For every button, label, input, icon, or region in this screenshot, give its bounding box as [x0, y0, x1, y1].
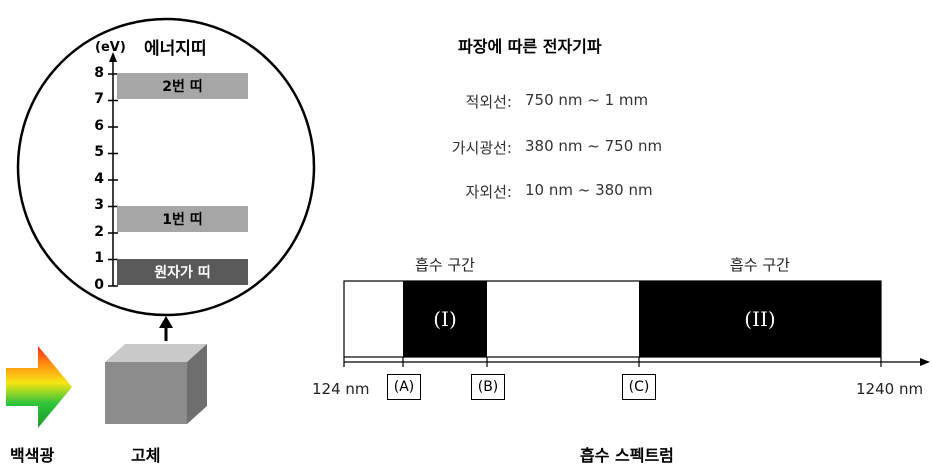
energy-unit-label: (eV) — [95, 40, 126, 55]
energy-tick-6: 6 — [94, 118, 104, 134]
energy-tick-0: 0 — [94, 277, 104, 293]
valence-band-label: 원자가 띠 — [154, 265, 211, 281]
energy-tick-3: 3 — [94, 197, 104, 213]
energy-axis-arrow — [109, 52, 117, 62]
marker-a-text: (A) — [393, 379, 415, 395]
absorption-region-i — [403, 281, 487, 357]
absorption-region-ii — [639, 281, 881, 357]
region-ii-text: (II) — [744, 307, 776, 331]
marker-b-text: (B) — [477, 379, 499, 395]
magnify-arrow-head — [159, 316, 173, 328]
white-light-arrow-icon — [6, 346, 72, 428]
spectrum-title: 흡수 스펙트럼 — [580, 446, 674, 465]
region-ii-label: (II) — [639, 281, 881, 357]
wavelength-title: 파장에 따른 전자기파 — [458, 37, 602, 56]
energy-band-2-label: 2번 띠 — [162, 79, 203, 95]
region-i-label: (I) — [403, 281, 487, 357]
white-light-label: 백색광 — [10, 446, 55, 465]
absorption-header-ii: 흡수 구간 — [730, 256, 790, 274]
energy-diagram-title: 에너지띠 — [144, 39, 207, 59]
energy-tick-2: 2 — [94, 224, 104, 240]
solid-label: 고체 — [131, 446, 161, 465]
energy-tick-5: 5 — [94, 144, 104, 160]
spectrum-min-label: 124 nm — [312, 380, 370, 398]
energy-band-1: 1번 띠 — [117, 206, 248, 232]
energy-band-2: 2번 띠 — [117, 73, 248, 99]
visible-name-cell: 가시광선: — [400, 137, 512, 157]
ultraviolet-name: 자외선: — [465, 183, 512, 201]
ultraviolet-range: 10 nm ~ 380 nm — [525, 181, 653, 199]
region-i-text: (I) — [433, 307, 457, 331]
visible-name: 가시광선: — [451, 139, 512, 157]
marker-c: (C) — [622, 374, 656, 400]
energy-tick-4: 4 — [94, 171, 104, 187]
infrared-name: 적외선: — [465, 93, 512, 111]
solid-cube-icon — [105, 344, 207, 424]
infrared-name-cell: 적외선: — [400, 91, 512, 111]
visible-range: 380 nm ~ 750 nm — [525, 137, 663, 155]
energy-axis-ticks — [108, 73, 118, 287]
marker-b: (B) — [471, 374, 505, 400]
marker-a: (A) — [387, 374, 421, 400]
energy-tick-8: 8 — [94, 65, 104, 81]
valence-band: 원자가 띠 — [117, 259, 248, 285]
spectrum-max-label: 1240 nm — [856, 380, 924, 398]
marker-c-text: (C) — [628, 379, 650, 395]
spectrum-axis-ticks — [343, 357, 882, 367]
energy-tick-1: 1 — [94, 250, 104, 266]
energy-tick-7: 7 — [94, 91, 104, 107]
energy-band-1-label: 1번 띠 — [162, 212, 203, 228]
spectrum-axis-arrow — [920, 358, 930, 366]
ultraviolet-name-cell: 자외선: — [400, 181, 512, 201]
absorption-header-i: 흡수 구간 — [415, 256, 475, 274]
infrared-range: 750 nm ~ 1 mm — [525, 91, 649, 109]
